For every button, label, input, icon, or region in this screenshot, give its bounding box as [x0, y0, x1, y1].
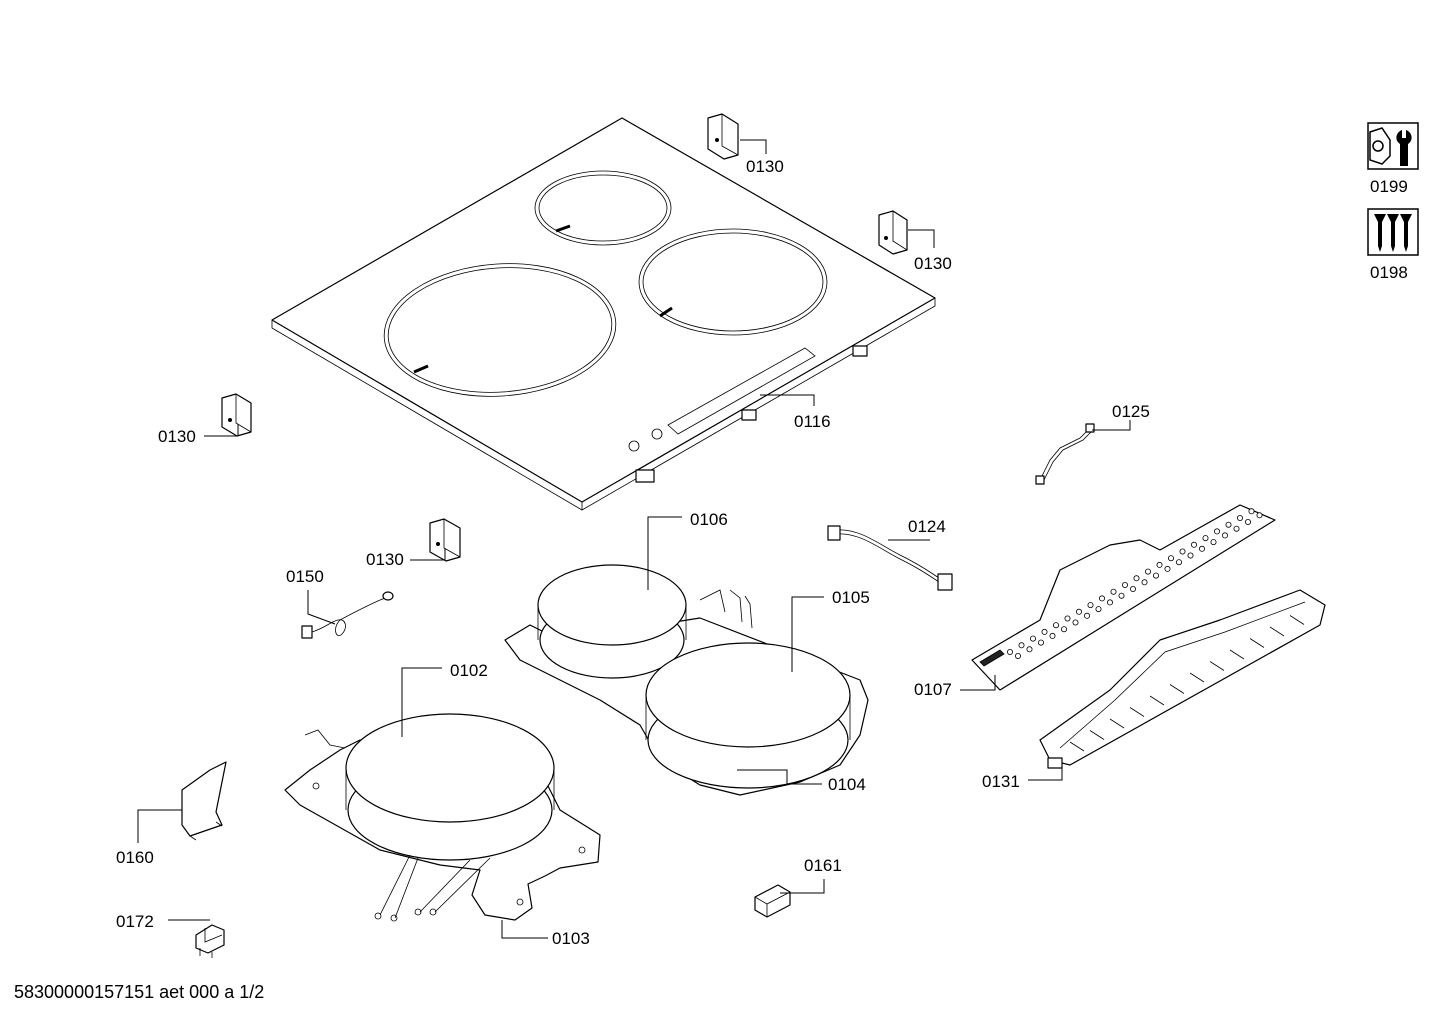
pcb-component	[1049, 632, 1056, 639]
cable-0125	[1035, 423, 1095, 485]
pcb-component	[1084, 612, 1091, 619]
label-0130: 0130	[158, 427, 196, 446]
label-0124: 0124	[908, 517, 946, 536]
pcb-component	[1145, 568, 1152, 575]
pcb-component	[1214, 528, 1221, 535]
shield-0160	[181, 761, 227, 841]
pcb-component	[1141, 579, 1148, 586]
pcb-component	[1256, 512, 1263, 519]
pcb-component	[1233, 525, 1240, 532]
pcb-component	[1041, 628, 1048, 635]
pcb-component	[1030, 635, 1037, 642]
carrier-rib	[1129, 707, 1145, 717]
pcb-component	[1225, 521, 1232, 528]
pcb-component	[1118, 592, 1125, 599]
label-0160: 0160	[116, 848, 154, 867]
pcb-component	[1179, 548, 1186, 555]
pcb-component	[1156, 561, 1163, 568]
pcb-component	[1026, 646, 1033, 653]
label-0130: 0130	[366, 550, 404, 569]
part-labels: 0130 0130 0130 0130 0116 0125 0124 0106 …	[116, 157, 1408, 948]
label-0172: 0172	[116, 912, 154, 931]
label-0105: 0105	[832, 588, 870, 607]
pcb-component	[1087, 602, 1094, 609]
pcb-component	[1187, 552, 1194, 559]
pcb-component	[1191, 541, 1198, 548]
clip-0161	[754, 884, 791, 918]
pcb-component	[1107, 599, 1114, 606]
pcb-component	[1018, 642, 1025, 649]
carrier-rib	[1269, 626, 1285, 637]
leader-lines	[137, 139, 1131, 939]
label-0116: 0116	[794, 412, 831, 431]
pcb-component	[1168, 555, 1175, 562]
pcb-component	[1076, 608, 1083, 615]
label-0106: 0106	[690, 510, 728, 529]
pcb-component	[1064, 615, 1071, 622]
wrench-nut-icon	[1367, 122, 1419, 170]
label-0130: 0130	[914, 254, 952, 273]
pcb-component	[1199, 545, 1206, 552]
drawing-reference: 58300000157151 aet 000 a 1/2	[14, 982, 264, 1002]
label-0103: 0103	[552, 929, 590, 948]
bracket-0130-left	[221, 393, 252, 437]
label-0125: 0125	[1112, 402, 1150, 421]
pcb-component	[1015, 653, 1022, 660]
carrier-rib	[1189, 672, 1205, 683]
pcb-component	[1095, 606, 1102, 613]
coil-assembly-right	[504, 564, 869, 796]
label-0131: 0131	[982, 772, 1020, 791]
label-0198: 0198	[1370, 263, 1408, 282]
screws-icon	[1367, 208, 1419, 256]
bracket-0130-top	[707, 113, 739, 160]
carrier-rib	[1249, 638, 1265, 648]
pcb-component	[1130, 586, 1137, 593]
label-0150: 0150	[286, 567, 324, 586]
carrier-rib	[1289, 615, 1305, 625]
pcb-component	[1110, 588, 1117, 595]
carrier-rib	[1089, 730, 1105, 740]
pcb-component	[1038, 639, 1045, 646]
label-0104: 0104	[828, 775, 866, 794]
pcb-component	[1133, 575, 1140, 582]
carrier-0131	[1039, 589, 1326, 769]
carrier-rib	[1069, 741, 1085, 752]
bracket-0130-middle	[429, 518, 461, 562]
label-0102: 0102	[450, 661, 488, 680]
cable-0124	[827, 525, 953, 591]
carrier-rib	[1149, 695, 1165, 706]
pcb-component	[1007, 649, 1014, 656]
label-0130: 0130	[746, 157, 784, 176]
bracket-0130-right	[878, 210, 908, 255]
carrier-rib	[1109, 718, 1125, 729]
pcb-component	[1245, 519, 1252, 526]
label-0161: 0161	[804, 856, 842, 875]
hob-glass-top	[271, 117, 936, 511]
coil-assembly-left	[284, 713, 601, 922]
pcb-component	[1202, 535, 1209, 542]
pcb-component	[1176, 559, 1183, 566]
pcb-component	[1099, 595, 1106, 602]
pcb-component	[1072, 619, 1079, 626]
label-0199: 0199	[1370, 177, 1408, 196]
label-0107: 0107	[914, 680, 952, 699]
carrier-rib	[1229, 649, 1245, 660]
pcb-component	[1122, 582, 1129, 589]
control-board-0107	[971, 504, 1276, 691]
carrier-rib	[1169, 684, 1185, 694]
pcb-component	[1222, 532, 1229, 539]
pcb-component	[1164, 565, 1171, 572]
sensor-0150	[301, 591, 394, 639]
pcb-component	[1237, 515, 1244, 522]
pcb-component	[1153, 572, 1160, 579]
pcb-component	[1248, 508, 1255, 515]
pcb-component	[1061, 626, 1068, 633]
holder-0172	[195, 924, 225, 958]
pcb-component	[1053, 622, 1060, 629]
pcb-component	[1210, 539, 1217, 546]
carrier-rib	[1209, 661, 1225, 671]
